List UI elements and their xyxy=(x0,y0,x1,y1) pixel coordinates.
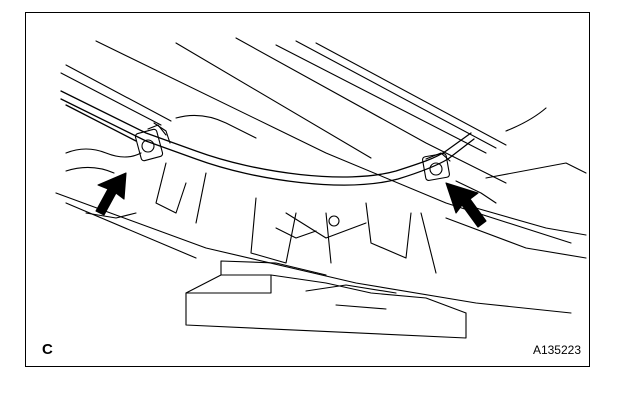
floor-panel-outline xyxy=(60,37,572,244)
body-rails xyxy=(445,162,587,259)
floor-detail-left xyxy=(65,114,257,219)
diagram-illustration xyxy=(55,37,587,339)
crossmember xyxy=(55,162,572,314)
cable-clamp-right xyxy=(422,152,451,181)
arrow-right xyxy=(445,182,487,228)
lower-frame-block xyxy=(185,260,467,339)
cable-clamp-left xyxy=(134,122,171,162)
figure-id: A135223 xyxy=(532,343,581,357)
view-label: C xyxy=(42,341,54,358)
diagram-frame: C A135223 xyxy=(25,12,590,367)
arrow-left xyxy=(95,172,127,216)
brake-cable xyxy=(60,90,475,186)
